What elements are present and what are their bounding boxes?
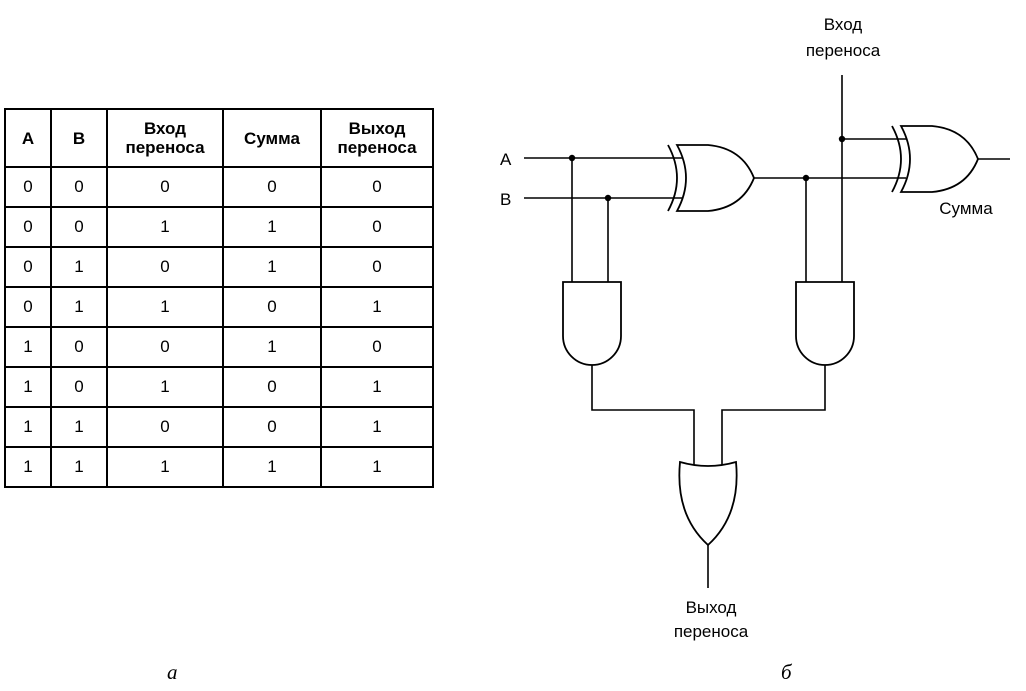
cell-sum: 1 [222,206,322,248]
cell-carry-in: 0 [106,246,224,288]
cell-carry-out: 1 [320,446,434,488]
cell-sum: 0 [222,366,322,408]
cell-carry-out: 0 [320,206,434,248]
label-carry-out-line1: Выход [686,598,737,617]
truth-table: A B Вход переноса Сумма Выход переноса 0… [4,108,434,488]
junction-a [568,154,576,162]
caption-table: а [167,660,178,684]
cell-carry-in: 1 [106,286,224,328]
header-carry-out-line1: Выход [348,119,406,138]
cell-carry-in: 1 [106,366,224,408]
cell-a: 1 [4,366,52,408]
cell-sum: 1 [222,446,322,488]
label-sum-output: Сумма [939,199,993,218]
and-gate-2 [795,281,855,366]
cell-sum: 0 [222,166,322,208]
cell-b: 1 [50,246,108,288]
cell-a: 1 [4,326,52,368]
cell-carry-out: 0 [320,246,434,288]
cell-carry-out: 0 [320,326,434,368]
wire-and2-to-or [721,365,826,466]
header-carry-in-line1: Вход [143,119,187,138]
cell-carry-out: 0 [320,166,434,208]
cell-carry-out: 1 [320,406,434,448]
label-input-b: B [500,190,511,209]
cell-b: 1 [50,286,108,328]
and-gate-1 [562,281,622,366]
cell-b: 1 [50,406,108,448]
cell-b: 0 [50,326,108,368]
cell-carry-out: 1 [320,286,434,328]
cell-b: 1 [50,446,108,488]
cell-a: 0 [4,206,52,248]
cell-a: 0 [4,246,52,288]
cell-b: 0 [50,166,108,208]
cell-a: 1 [4,406,52,448]
cell-b: 0 [50,206,108,248]
cell-sum: 1 [222,246,322,288]
xor-gate-2 [891,125,979,193]
cell-a: 1 [4,446,52,488]
header-carry-out-line2: переноса [337,138,417,157]
label-carry-out-line2: переноса [674,622,749,641]
junction-b [604,194,612,202]
header-carry-in-line2: переноса [125,138,205,157]
cell-b: 0 [50,366,108,408]
header-carry-in: Вход переноса [106,108,224,168]
cell-sum: 0 [222,406,322,448]
or-gate [678,460,738,547]
header-a: A [4,108,52,168]
header-carry-out: Выход переноса [320,108,434,168]
cell-a: 0 [4,286,52,328]
cell-carry-in: 0 [106,166,224,208]
cell-carry-in: 0 [106,406,224,448]
cell-carry-out: 1 [320,366,434,408]
header-b: B [50,108,108,168]
header-sum: Сумма [222,108,322,168]
cell-a: 0 [4,166,52,208]
xor-gate-1 [667,144,755,212]
cell-sum: 0 [222,286,322,328]
cell-carry-in: 0 [106,326,224,368]
wire-and1-to-or [591,365,695,466]
caption-circuit: б [781,660,792,684]
label-carry-in-line1: Вход [824,15,863,34]
label-carry-in-line2: переноса [806,41,881,60]
cell-sum: 1 [222,326,322,368]
cell-carry-in: 1 [106,206,224,248]
label-input-a: A [500,150,512,169]
table-header-row: A B Вход переноса Сумма Выход переноса [4,108,434,168]
cell-carry-in: 1 [106,446,224,488]
